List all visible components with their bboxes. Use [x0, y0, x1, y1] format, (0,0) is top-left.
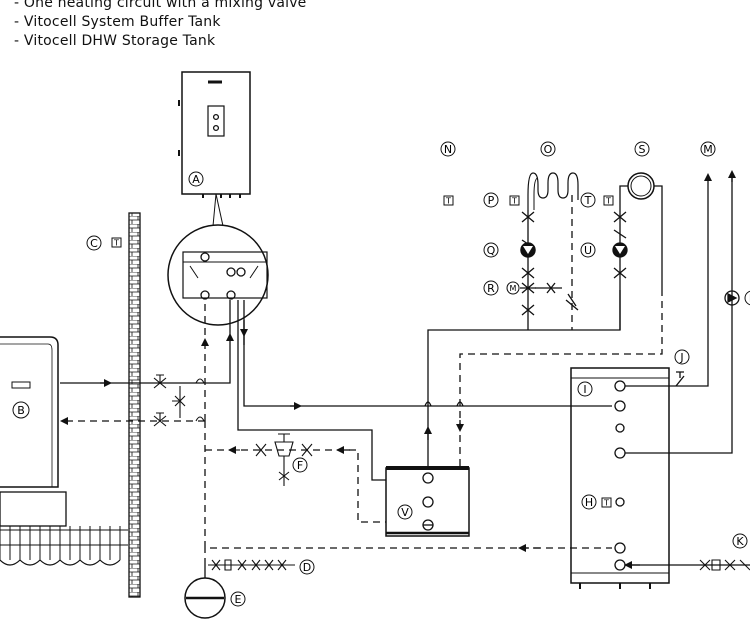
svg-text:T: T — [603, 499, 609, 508]
temp-sensor-icon: T — [111, 237, 122, 248]
exterior-wall — [128, 212, 141, 598]
connection-detail — [167, 224, 269, 326]
label-f: F — [292, 457, 308, 473]
svg-text:Q: Q — [487, 244, 496, 257]
svg-text:K: K — [736, 535, 744, 548]
label-p: P — [483, 192, 499, 208]
label-l: L — [744, 290, 750, 306]
component-labels: A B C D E F H I J K M N O S P T Q U R V … — [12, 141, 750, 607]
label-s: S — [634, 141, 650, 157]
label-j: J — [674, 349, 690, 365]
svg-text:M: M — [510, 284, 517, 293]
svg-text:D: D — [303, 561, 311, 574]
label-e: E — [230, 591, 246, 607]
buffer-tank — [385, 466, 470, 537]
svg-text:T: T — [605, 197, 611, 206]
label-h: H — [581, 494, 597, 510]
svg-text:S: S — [639, 143, 646, 156]
note-line: - Vitocell DHW Storage Tank — [14, 33, 216, 49]
svg-text:L: L — [749, 292, 750, 305]
svg-text:J: J — [679, 351, 683, 364]
svg-text:R: R — [487, 282, 495, 295]
motor-icon: M — [506, 281, 520, 295]
svg-text:A: A — [192, 173, 200, 186]
expansion-vessel — [184, 565, 226, 619]
temp-sensor-icon: T — [443, 195, 454, 206]
svg-text:U: U — [584, 244, 592, 257]
svg-text:T: T — [511, 197, 517, 206]
note-line: - Vitocell System Buffer Tank — [14, 14, 221, 30]
label-n: N — [440, 141, 456, 157]
label-i: I — [577, 381, 593, 397]
notes-list: - One heating circuit with a mixing valv… — [14, 0, 307, 51]
svg-text:H: H — [585, 496, 593, 509]
svg-text:M: M — [703, 143, 713, 156]
svg-text:P: P — [488, 194, 495, 207]
hp-valves — [153, 374, 205, 427]
label-b: B — [12, 401, 30, 419]
outdoor-heat-pump — [0, 336, 128, 566]
label-v: V — [397, 504, 413, 520]
svg-text:T: T — [445, 197, 451, 206]
svg-text:B: B — [17, 404, 25, 417]
svg-text:N: N — [444, 143, 452, 156]
sensor-markers: T T T T T M — [111, 195, 614, 508]
label-o: O — [540, 141, 556, 157]
svg-text:T: T — [113, 239, 119, 248]
temp-sensor-icon: T — [509, 195, 520, 206]
label-m: M — [700, 141, 716, 157]
svg-text:F: F — [297, 459, 303, 472]
bottom-valve-row — [208, 559, 295, 571]
svg-text:V: V — [401, 506, 409, 519]
label-r: R — [483, 280, 499, 296]
svg-text:I: I — [583, 383, 586, 396]
svg-text:O: O — [544, 143, 553, 156]
fill-valve-assembly — [228, 433, 313, 486]
dhw-storage-tank — [570, 367, 670, 589]
label-d: D — [299, 559, 315, 575]
label-q: Q — [483, 242, 499, 258]
temp-sensor-icon: T — [601, 497, 612, 508]
label-c: C — [86, 235, 102, 251]
svg-text:E: E — [235, 593, 242, 606]
label-a: A — [188, 171, 204, 187]
indoor-unit — [178, 71, 251, 227]
note-line: - One heating circuit with a mixing valv… — [14, 0, 307, 11]
label-k: K — [732, 533, 748, 549]
label-t: T — [580, 192, 596, 208]
label-u: U — [580, 242, 596, 258]
temp-sensor-icon: T — [603, 195, 614, 206]
svg-text:C: C — [90, 237, 98, 250]
svg-text:T: T — [584, 194, 592, 207]
